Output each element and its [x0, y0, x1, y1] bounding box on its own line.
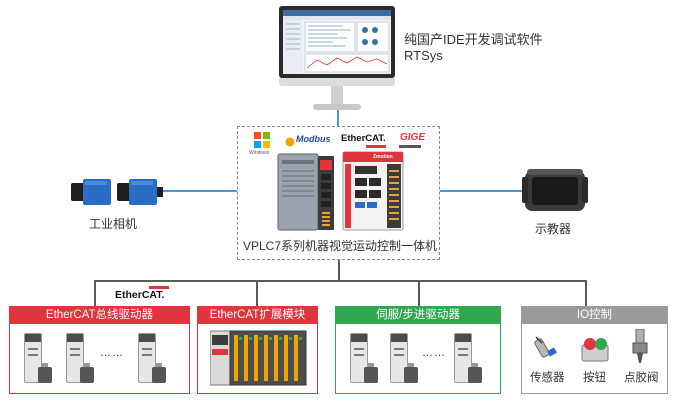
modbus-logo-text: Modbus — [296, 134, 331, 144]
button-icon — [580, 335, 610, 363]
servo-motor-icon — [468, 363, 482, 383]
monitor-neck — [331, 86, 343, 106]
dispensing-valve-icon — [630, 328, 650, 365]
link-monitor-controller — [337, 110, 339, 126]
pendant-label: 示教器 — [535, 222, 572, 236]
servo-motor-icon — [404, 363, 418, 383]
industrial-camera-icon — [69, 175, 165, 209]
category-ethercat-expansion: EtherCAT扩展模块 — [197, 306, 318, 394]
drop-line-4 — [585, 280, 587, 306]
pc-monitor — [279, 6, 395, 118]
controller-unit-red — [341, 150, 405, 232]
monitor-screen — [279, 6, 395, 78]
drop-line-3 — [418, 280, 420, 306]
driver-unit — [454, 333, 472, 383]
category-title: EtherCAT总线驱动器 — [10, 307, 189, 324]
category-io-control: IO控制 传感器 按钮 点胶阀 — [521, 306, 668, 394]
controller-group — [237, 126, 440, 260]
drop-line-1 — [94, 280, 96, 306]
controller-brand: Zmotion — [373, 154, 393, 160]
controller-label: VPLC7系列机器视觉运动控制一体机 — [243, 239, 438, 253]
category-title: 伺服/步进驱动器 — [336, 307, 500, 324]
ellipsis: …… — [100, 347, 124, 359]
servo-motor-icon — [152, 363, 166, 383]
servo-motor-icon — [364, 363, 378, 383]
gige-logo-underline — [399, 145, 421, 148]
trunk-line — [338, 260, 340, 281]
driver-unit — [24, 333, 42, 383]
ethercat-bus-logo: EtherCAT. — [115, 289, 165, 301]
windows-logo-text: Windows — [249, 150, 270, 156]
servo-motor-icon — [38, 363, 52, 383]
windows-logo-icon — [253, 131, 271, 149]
io-item-valve: 点胶阀 — [624, 372, 659, 384]
camera-label: 工业相机 — [89, 217, 138, 231]
driver-unit — [390, 333, 408, 383]
ethercat-logo-top: EtherCAT. — [341, 133, 386, 144]
driver-unit — [66, 333, 84, 383]
software-subtitle: RTSys — [404, 48, 443, 63]
link-camera-controller — [163, 190, 237, 192]
expansion-module-rack — [209, 329, 308, 387]
servo-motor-icon — [80, 363, 94, 383]
controller-unit-gray — [276, 152, 336, 232]
ide-screenshot — [283, 10, 391, 74]
monitor-stand — [313, 104, 361, 110]
modbus-logo-icon — [285, 134, 295, 147]
teach-pendant-icon — [522, 167, 588, 215]
driver-unit — [350, 333, 368, 383]
link-controller-pendant — [440, 190, 524, 192]
drop-line-2 — [256, 280, 258, 306]
ethercat-logo-arrow — [366, 145, 386, 148]
gige-logo-text: GIGE — [400, 132, 426, 143]
category-servo-stepper: 伺服/步进驱动器 …… — [335, 306, 501, 394]
io-item-sensor: 传感器 — [530, 372, 565, 384]
software-name: 纯国产IDE开发调试软件 — [404, 32, 543, 47]
category-title: EtherCAT扩展模块 — [198, 307, 317, 324]
driver-unit — [138, 333, 156, 383]
category-title: IO控制 — [522, 307, 667, 324]
monitor-bezel — [279, 78, 395, 86]
category-ethercat-drivers: EtherCAT总线驱动器 …… — [9, 306, 190, 394]
bus-line — [94, 280, 586, 282]
ellipsis: …… — [422, 347, 446, 359]
sensor-icon — [534, 333, 560, 363]
ethercat-bus-arrow — [149, 286, 169, 289]
io-item-button: 按钮 — [583, 372, 606, 384]
